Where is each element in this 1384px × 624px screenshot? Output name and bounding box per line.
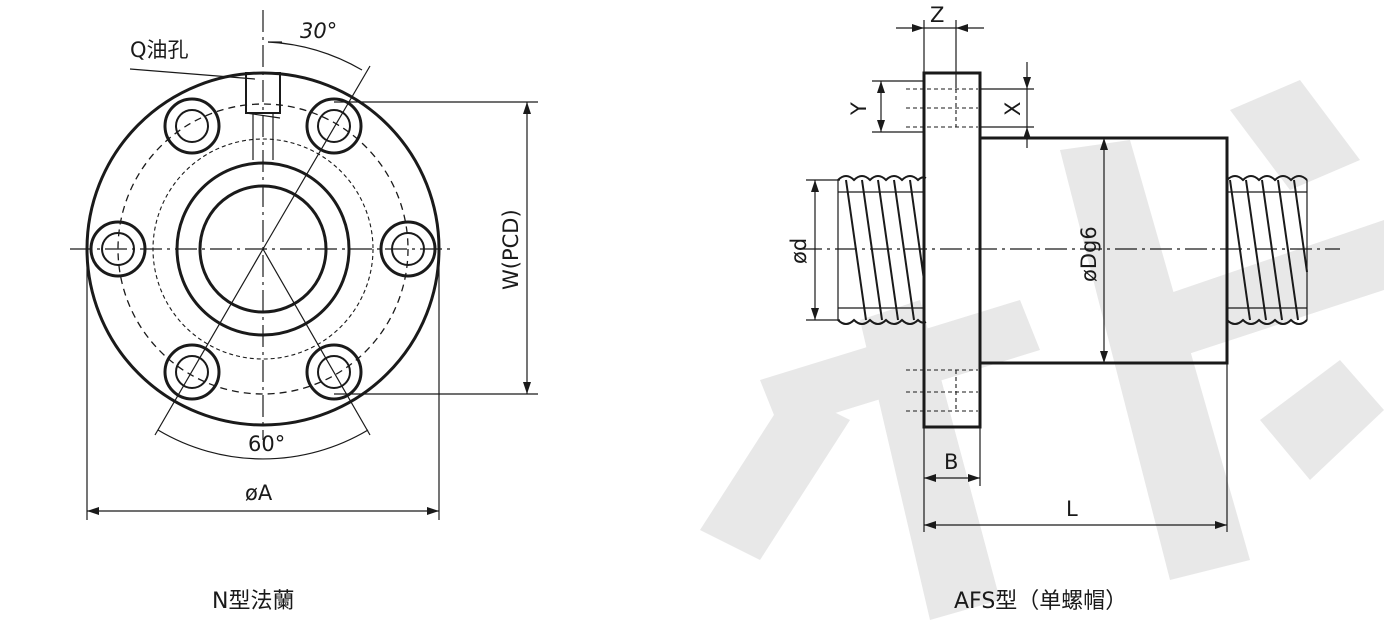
watermark xyxy=(700,80,1384,620)
bolt-hole-top-left xyxy=(163,97,221,155)
body-outer-circle xyxy=(175,161,351,337)
angle-top-label: 30° xyxy=(300,19,337,43)
oil-hole xyxy=(245,72,281,160)
bolt-hole-right xyxy=(379,220,437,278)
screw-shaft-right xyxy=(1226,175,1308,325)
bolt-hole-top-right xyxy=(305,97,363,155)
pcd-circle xyxy=(117,103,409,395)
flange-hidden-circle xyxy=(152,138,374,360)
left-view-caption: N型法蘭 xyxy=(212,589,294,614)
bolt-holes xyxy=(89,97,437,401)
shaft-diameter-label: ød xyxy=(787,238,811,264)
angle-arc-60 xyxy=(157,429,369,460)
angle-bottom-label: 60° xyxy=(248,432,285,456)
body-diameter-label: øDg6 xyxy=(1077,226,1101,282)
flange-plate xyxy=(922,71,982,429)
right-view-caption: AFS型（单螺帽） xyxy=(954,589,1127,614)
z-label: Z xyxy=(930,3,944,27)
angle-arc-30 xyxy=(267,41,363,71)
pcd-label: W(PCD) xyxy=(499,209,523,290)
b-label: B xyxy=(944,450,958,474)
oil-hole-leader xyxy=(129,68,256,80)
x-label: X xyxy=(1001,102,1025,116)
outer-diameter-label: øA xyxy=(245,481,273,505)
flange-hidden-holes xyxy=(906,88,978,412)
bolt-hole-bottom-left xyxy=(163,343,221,401)
y-label: Y xyxy=(847,102,871,116)
screw-shaft-left xyxy=(837,175,927,325)
right-view: Z Y X ød øDg6 B L AFS型（单螺帽） xyxy=(787,3,1340,614)
bolt-hole-bottom-right xyxy=(305,343,363,401)
bolt-hole-left xyxy=(89,220,147,278)
left-view: Q油孔 30° 60° øA W(PCD) N型法蘭 xyxy=(70,10,538,614)
bore-circle xyxy=(198,184,328,314)
l-label: L xyxy=(1066,497,1078,521)
oil-hole-label: Q油孔 xyxy=(130,38,189,62)
